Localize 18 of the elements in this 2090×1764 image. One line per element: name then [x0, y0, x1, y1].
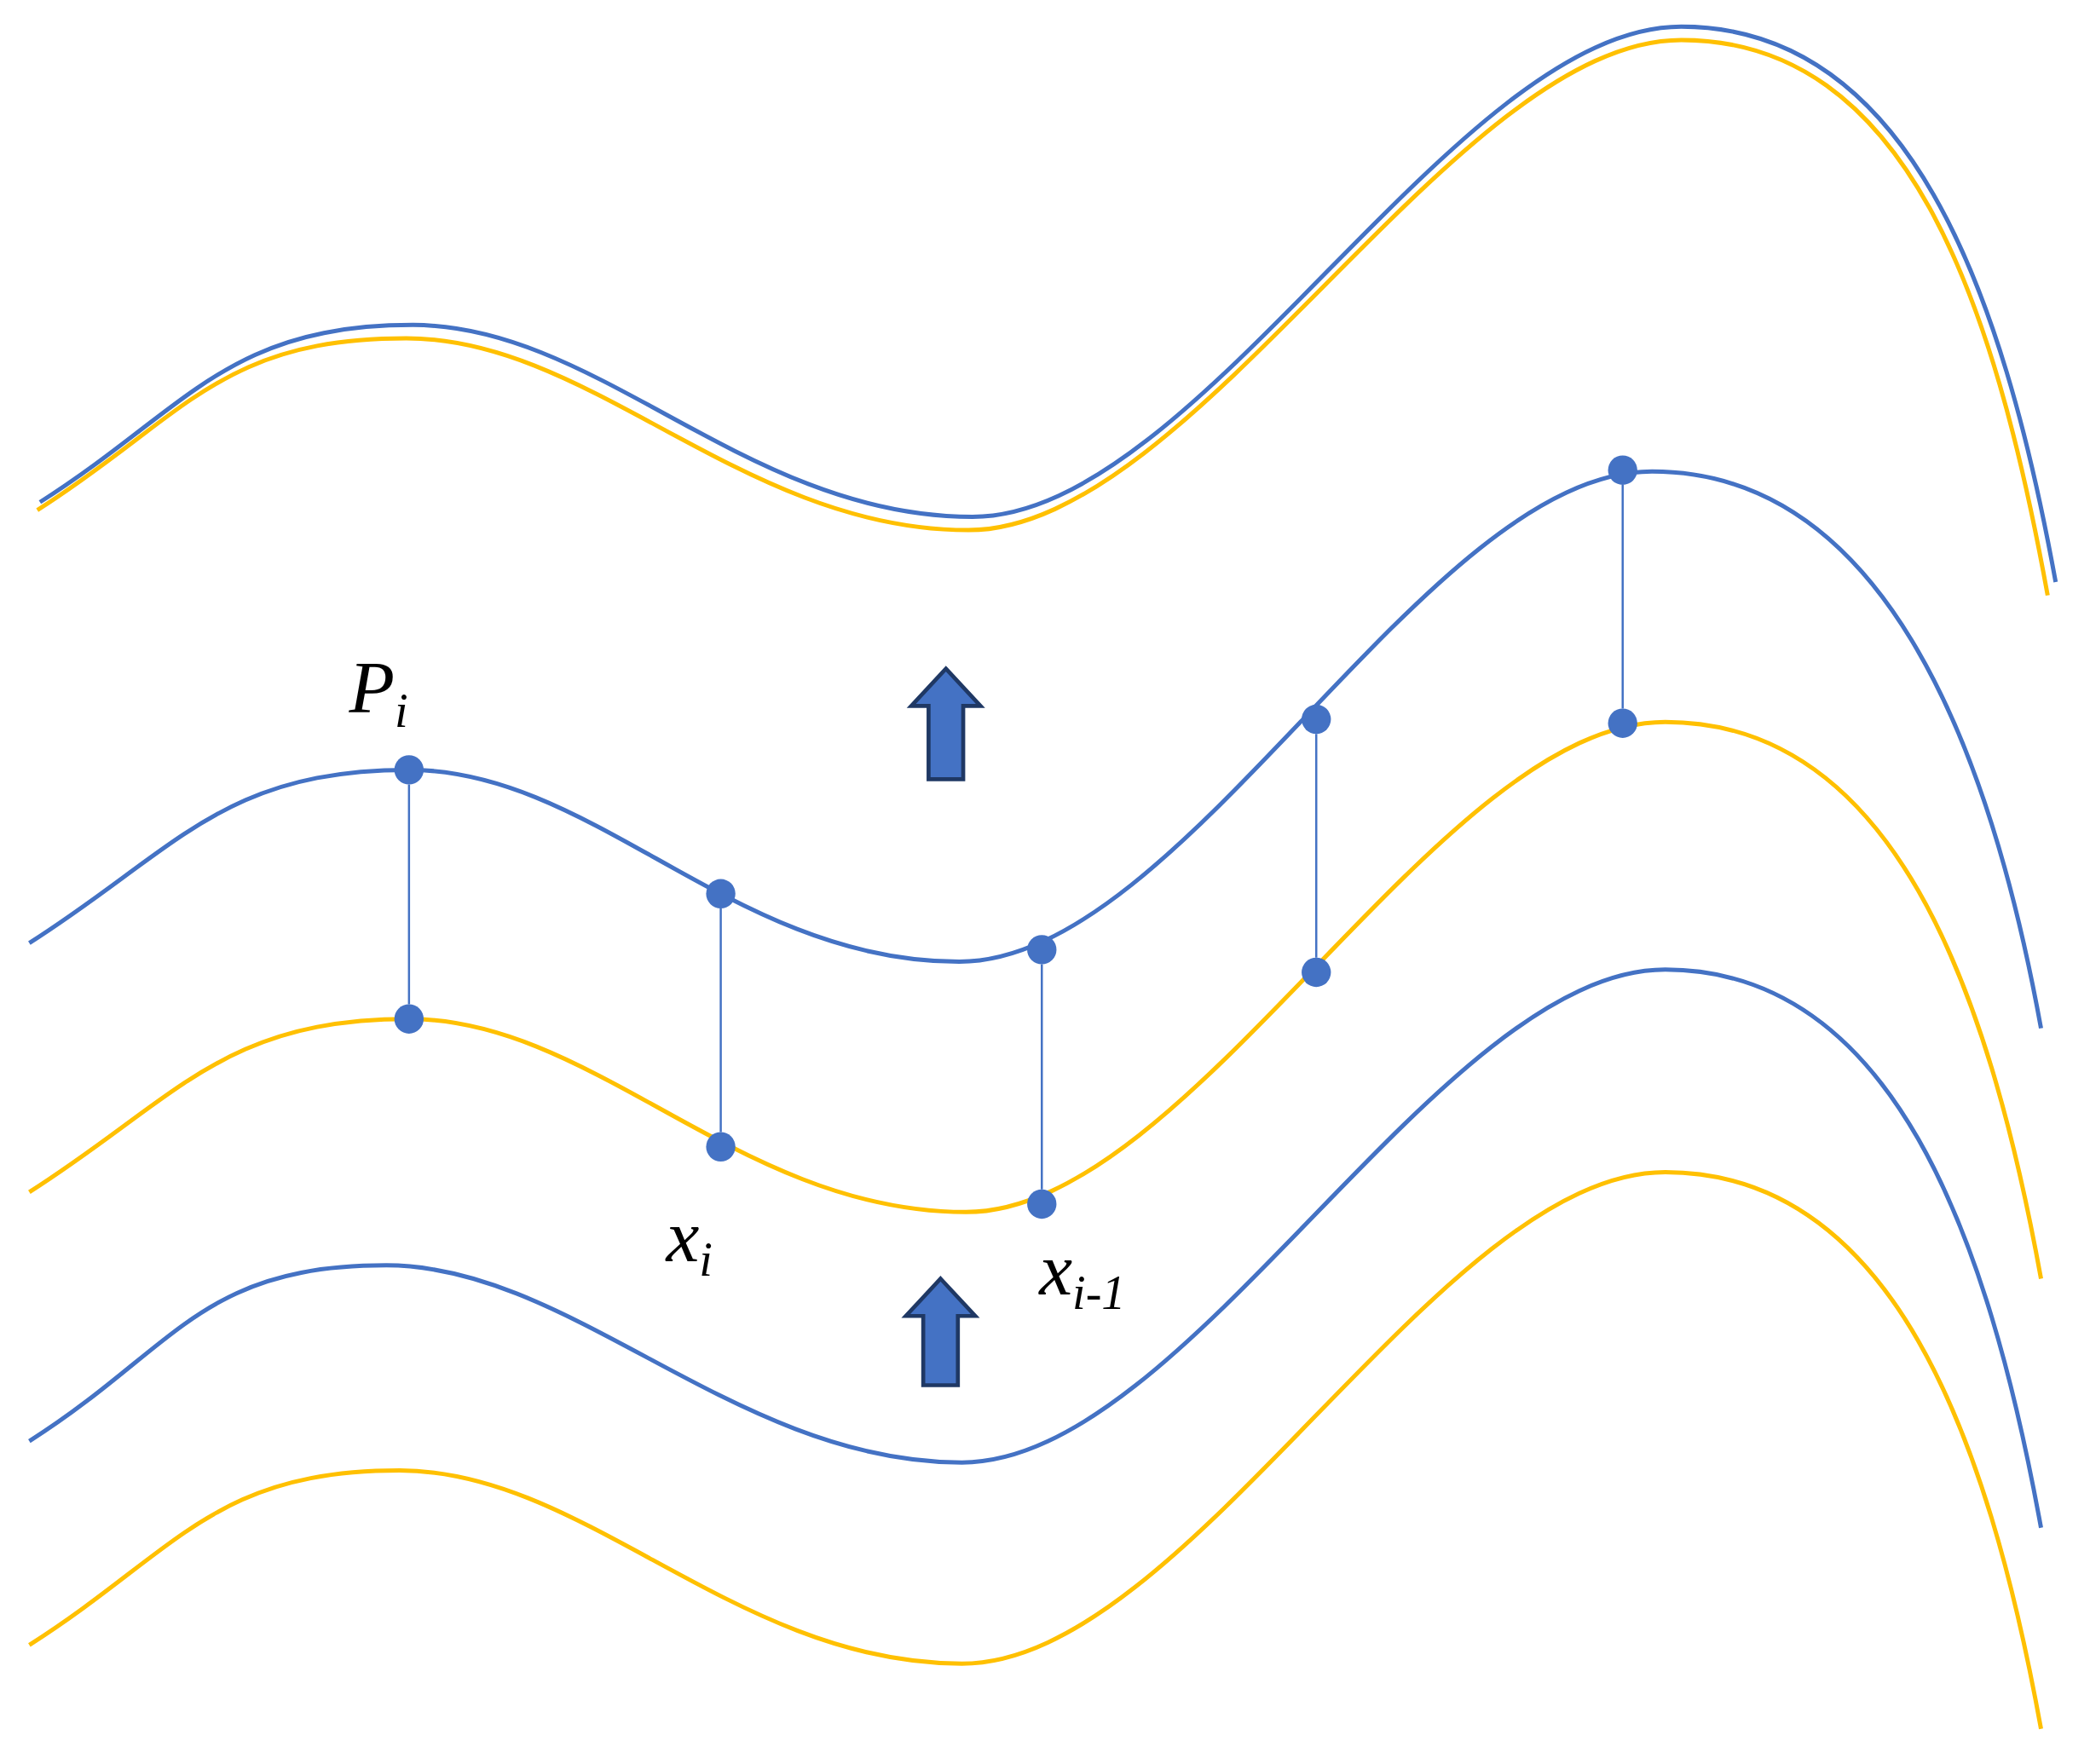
- point-dot: [706, 879, 736, 908]
- connector-line: [407, 784, 411, 1005]
- point-dot: [1302, 704, 1331, 735]
- connector-line: [1621, 484, 1624, 709]
- point-dot: [1608, 708, 1637, 738]
- connector-line: [719, 908, 722, 1133]
- connector-line: [1041, 964, 1043, 1190]
- point-dot: [706, 1132, 736, 1162]
- point-label: x$_{i}$: [666, 1198, 713, 1284]
- point-dot: [394, 1004, 424, 1034]
- point-dot: [1027, 1189, 1057, 1219]
- connector-line: [1315, 734, 1318, 958]
- point-label: P$_{i}$: [349, 649, 408, 735]
- point-label: x$_{i-1}$: [1039, 1231, 1126, 1317]
- point-dot: [1027, 935, 1057, 965]
- point-dot: [1608, 455, 1637, 485]
- point-dot: [394, 755, 424, 785]
- point-dot: [1302, 957, 1331, 988]
